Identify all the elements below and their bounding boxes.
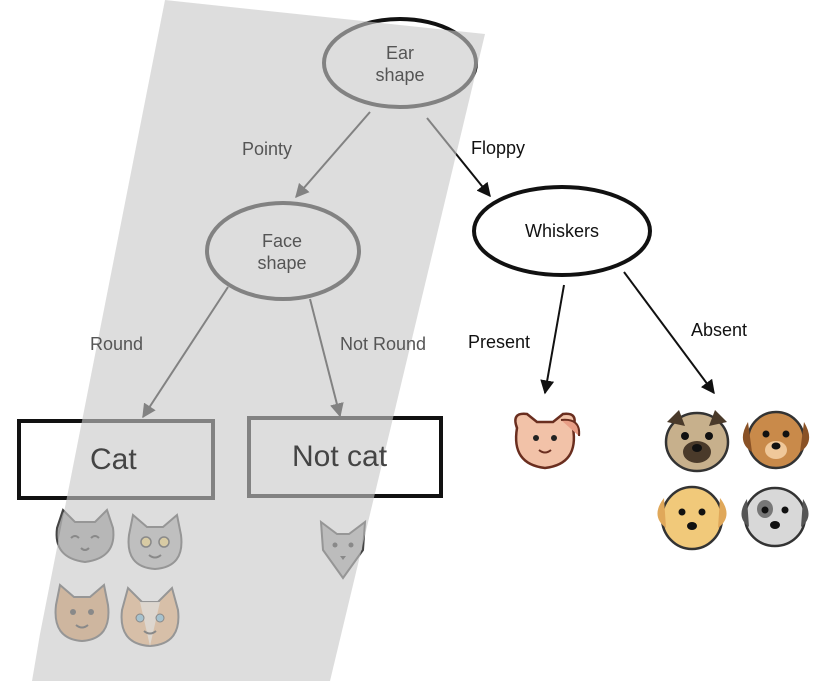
tan-dog-icon (657, 485, 727, 551)
ear-shape-line1: Ear (385, 43, 414, 63)
leaf-label-cat: Cat (90, 443, 137, 476)
brown-dog-icon (742, 410, 810, 470)
edge-present-arrow (540, 284, 565, 395)
face-shape-line1: Face (261, 231, 303, 251)
whiskers-label: Whiskers (524, 221, 599, 241)
gray-dog-icon (741, 486, 809, 548)
face-shape-label: Face shape (226, 230, 338, 274)
edge-label-not-round: Not Round (340, 334, 427, 354)
highlight-band (32, 0, 485, 681)
ear-shape-label: Ear shape (344, 42, 456, 86)
floppy-cat-icon (514, 412, 581, 470)
edge-label-floppy: Floppy (471, 138, 526, 158)
face-shape-line2: shape (257, 253, 307, 273)
edge-absent-arrow (623, 271, 715, 395)
ear-shape-line2: shape (375, 65, 425, 85)
edge-label-present: Present (468, 332, 531, 352)
edge-label-absent: Absent (691, 320, 748, 340)
edge-label-pointy: Pointy (242, 139, 293, 159)
pug-dog-icon (664, 410, 730, 473)
edge-label-round: Round (90, 334, 144, 354)
whiskers-node (472, 185, 652, 277)
leaf-label-not-cat: Not cat (292, 440, 388, 473)
